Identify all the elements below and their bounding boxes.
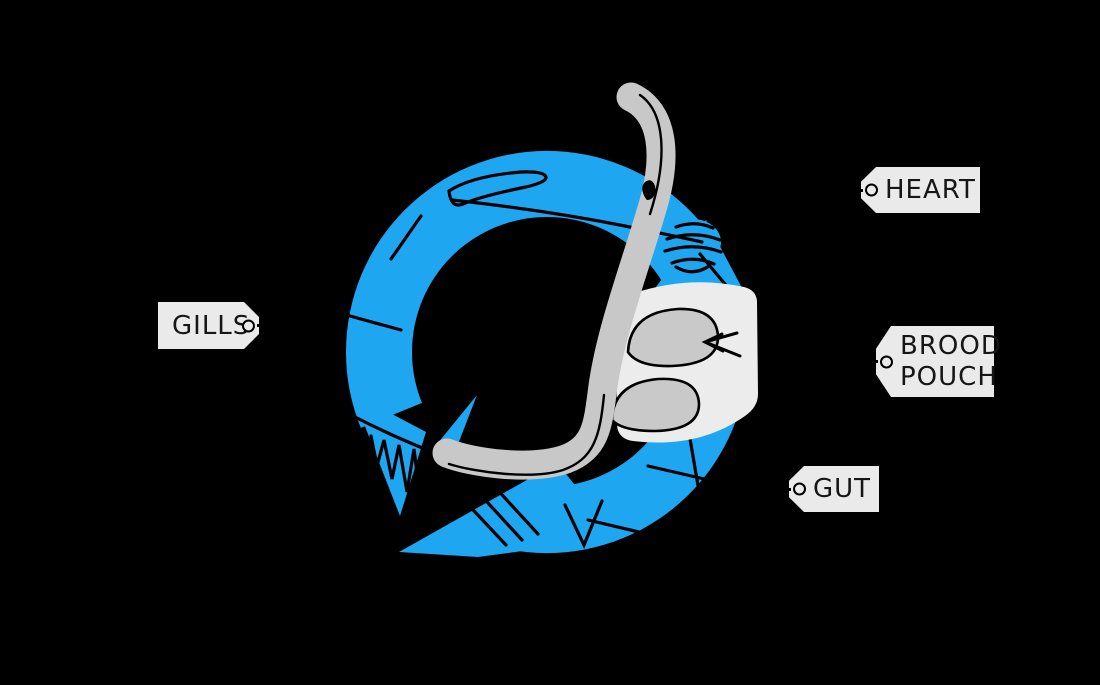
tag-string-icon — [866, 360, 878, 363]
cheek-quill — [433, 395, 477, 452]
tag-string-icon — [851, 188, 863, 192]
tag-hole-icon — [793, 482, 806, 496]
label-tag-heart: HEART — [851, 167, 980, 213]
brood-pouch-label-line2: POUCH — [900, 361, 998, 392]
label-tag-gills: GILLS — [158, 302, 269, 349]
gut-tube — [432, 82, 676, 480]
crest-highlight — [447, 170, 548, 207]
gills-label: GILLS — [172, 310, 251, 341]
tag-hole-icon — [242, 319, 255, 332]
gut-label: GUT — [813, 474, 872, 504]
tag-string-icon — [779, 487, 791, 491]
label-tag-gut: GUT — [779, 466, 879, 512]
eye-mark — [642, 180, 656, 200]
embryos — [610, 307, 720, 433]
tag-shape — [861, 167, 980, 213]
snout-vee — [563, 499, 604, 549]
tube-outline — [638, 93, 663, 216]
heart-organ — [665, 219, 721, 265]
gill-zigzag — [369, 434, 428, 506]
brood-pouch-label-line1: BROOD — [900, 330, 1002, 361]
snout — [399, 463, 612, 557]
arrow-icon — [701, 331, 742, 358]
tube-outline — [447, 393, 606, 476]
tag-hole-icon — [865, 183, 878, 197]
gill-curve — [355, 416, 432, 453]
brood-pouch-label: BROOD POUCH — [876, 331, 1002, 393]
embryo-egg — [610, 377, 701, 433]
tag-hole-icon — [880, 355, 893, 368]
label-tag-brood-pouch: BROOD POUCH — [866, 326, 1001, 397]
brood-pouch — [575, 282, 758, 443]
tag-shape — [876, 326, 994, 397]
heart-stripes — [663, 222, 723, 274]
heart-label: HEART — [885, 175, 976, 205]
tag-string-icon — [257, 324, 269, 327]
